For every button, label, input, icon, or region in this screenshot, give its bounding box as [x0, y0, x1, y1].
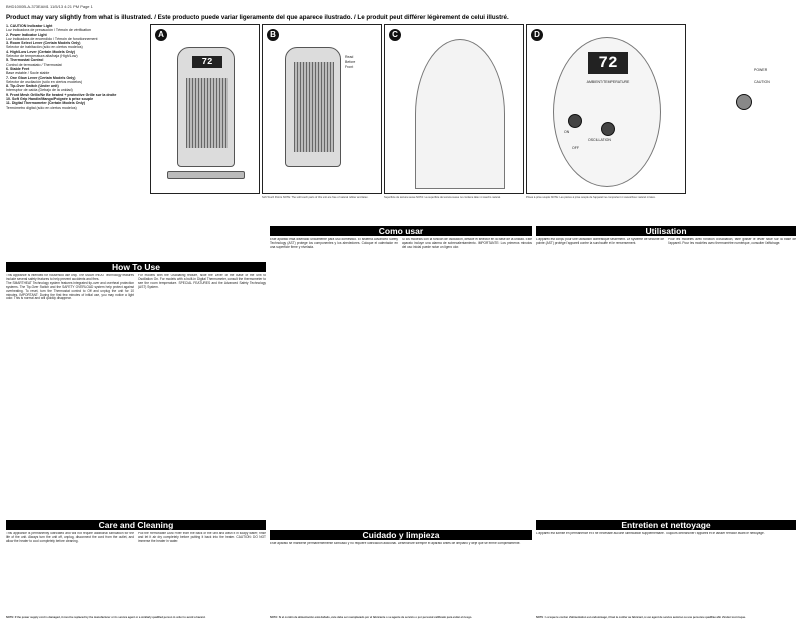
feature-item: 10. Soft Grip Handle/Mango/Poignée à pri…: [6, 97, 94, 102]
lcd-display: 72: [192, 56, 222, 68]
feature-item: 3. Room Select Lever (Certain Models Onl…: [6, 41, 83, 50]
cuidado-col: Este aparato se mantiene permanentemente…: [270, 542, 521, 545]
entretien-col: L'appareil est lubrifié en permanence et…: [536, 532, 765, 535]
feature-item: 4. High/Low Lever (Certain Models Only)S…: [6, 49, 78, 59]
label-read: Read: [345, 55, 354, 59]
caption-soft-touch-es: Superficie de textura suave NOTA: La sup…: [384, 196, 501, 199]
control-panel-closeup: 72 AMBIENT/TEMPERATURE ON OSCILLATION OF…: [553, 37, 661, 187]
heater-top-closeup: [415, 39, 505, 189]
diagram-panel-a: A 72: [150, 24, 260, 194]
panel-letter: C: [389, 29, 401, 41]
file-info: BHD1000B-A-373EAM1 11/5/13 4:21 PM Page …: [6, 4, 93, 9]
label-on: ON: [564, 130, 570, 134]
diagram-panel-b: B Read Before Front: [262, 24, 382, 194]
section-entretien-nettoyage: Entretien et nettoyage: [536, 520, 796, 530]
caption-soft-touch-en: Soft Touch Points NOTE: The soft touch p…: [262, 196, 369, 199]
como-usar-col2: Si los modelos con la función de oscilac…: [402, 238, 532, 249]
utilisation-col2: Pour les modèles avec fonction d'oscilla…: [668, 238, 796, 245]
oscillation-button[interactable]: [601, 122, 615, 136]
feature-item: 7. One Glow Lever (Certain Models Only)S…: [6, 75, 83, 84]
heater-illustration: 72: [177, 47, 235, 167]
front-grill: [186, 78, 228, 148]
section-como-usar: Como usar: [270, 226, 532, 236]
panel-letter: B: [267, 29, 279, 41]
heater-base: [167, 171, 245, 179]
section-cuidado-limpieza: Cuidado y limpieza: [270, 530, 532, 540]
label-oscillation: OSCILLATION: [588, 138, 611, 142]
utilisation-col1: L'appareil est conçu pour une utilisatio…: [536, 238, 664, 245]
top-note: Product may vary slightly from what is i…: [6, 14, 509, 21]
label-front: Front: [345, 65, 354, 69]
care-col1: This appliance is permanently lubricated…: [6, 532, 134, 543]
care-col2: Pull the Removable Dust Filter from the …: [138, 532, 266, 543]
section-care-cleaning: Care and Cleaning: [6, 520, 266, 530]
how-to-use-col1: This appliance is intended for household…: [6, 274, 134, 301]
footer-note-fr: NOTE : Lorsque le cordon d'alimentation …: [536, 616, 746, 619]
heater-illustration: [285, 47, 341, 167]
diagram-panel-d: D 72 AMBIENT/TEMPERATURE ON OSCILLATION …: [526, 24, 686, 194]
como-usar-col1: Este aparato está diseñado únicamente pa…: [270, 238, 398, 249]
caption-soft-touch-fr: Prises à prise souple NOTE: Les pièces à…: [526, 196, 656, 199]
label-caution: CAUTION: [754, 80, 770, 84]
feature-item: 9. Front Mesh Grille/Ne Be heated + prot…: [6, 92, 117, 97]
lcd-display-large: 72: [588, 52, 628, 74]
section-utilisation: Utilisation: [536, 226, 796, 236]
how-to-use-col2: For models with the Oscillating feature,…: [138, 274, 266, 289]
footer-note-es: NOTA: Si el cordón de alimentación está …: [270, 616, 473, 619]
label-before: Before: [345, 60, 356, 64]
feature-item: 8. Tip-Over Switch (Under unit)Interrupt…: [6, 84, 73, 93]
diagram-panel-c: C: [384, 24, 524, 194]
panel-letter: D: [531, 29, 543, 41]
feature-item: 11. Digital Thermometer (Certain Models …: [6, 101, 85, 110]
on-off-knob[interactable]: [568, 114, 582, 128]
thermostat-knob[interactable]: [736, 94, 752, 110]
indicator-diagram: POWER CAUTION: [690, 24, 798, 194]
label-ambient-temp: AMBIENT/TEMPERATURE: [586, 80, 630, 84]
rear-grill: [294, 62, 334, 152]
panel-letter: A: [155, 29, 167, 41]
footer-note-en: NOTE: If the power supply cord is damage…: [6, 616, 206, 619]
section-how-to-use: How To Use: [6, 262, 266, 272]
label-off: OFF: [572, 146, 579, 150]
label-power: POWER: [754, 68, 768, 72]
